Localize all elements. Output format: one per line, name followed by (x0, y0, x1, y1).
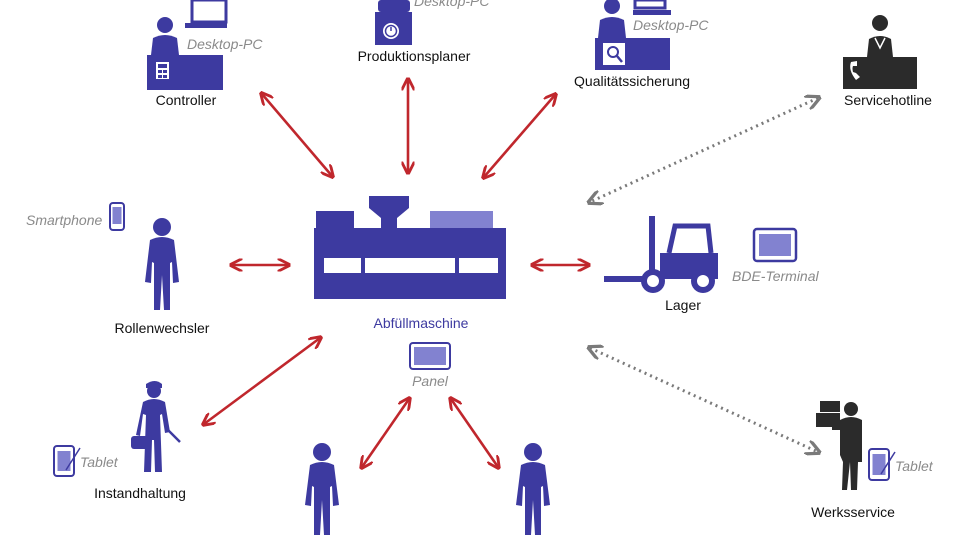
forklift-icon (604, 216, 718, 293)
arrow-werksservice (590, 348, 818, 452)
arrow-instandhaltung (204, 338, 320, 424)
person-desk-calculator-icon (147, 0, 228, 90)
device-label-rollenwechsler: Smartphone (26, 212, 103, 228)
smartphone-icon (109, 202, 125, 231)
node-label-lager: Lager (665, 297, 701, 313)
node-label-abfuellmaschine: Abfüllmaschine (373, 315, 469, 331)
device-label-instandhaltung: Tablet (80, 454, 118, 470)
arrow-controller (262, 94, 332, 176)
device-label-qualitaetssicherung: Desktop-PC (633, 17, 709, 33)
panel-icon (409, 342, 451, 370)
delivery-person-icon (816, 401, 862, 490)
arrow-qualitaetssicherung (484, 95, 555, 177)
filling-machine-icon (314, 196, 506, 299)
node-label-instandhaltung: Instandhaltung (94, 485, 186, 501)
device-label-produktionsplaner: Desktop-PC (414, 0, 490, 9)
person-icon (145, 218, 179, 310)
technician-icon (131, 381, 181, 472)
person-desk-phone-icon (843, 15, 917, 89)
arrow-servicehotline (590, 98, 818, 202)
tablet-icon-left (53, 445, 81, 477)
person-desk-magnifier-icon (595, 0, 671, 70)
person-icon-operator-left (305, 443, 339, 535)
terminal-icon (752, 227, 798, 263)
node-label-qualitaetssicherung: Qualitätssicherung (574, 73, 690, 89)
device-label-lager: BDE-Terminal (732, 268, 819, 284)
person-icon-operator-right (516, 443, 550, 535)
person-desk-timer-icon (375, 0, 412, 45)
node-label-servicehotline: Servicehotline (844, 92, 932, 108)
tablet-icon-right (868, 448, 896, 481)
arrow-operator-left (362, 399, 409, 467)
device-label-werksservice: Tablet (895, 458, 933, 474)
device-label-abfuellmaschine: Panel (412, 373, 448, 389)
arrow-operator-right (451, 399, 498, 467)
node-label-rollenwechsler: Rollenwechsler (114, 320, 210, 336)
node-label-werksservice: Werksservice (811, 504, 895, 520)
node-label-controller: Controller (155, 92, 217, 108)
node-label-produktionsplaner: Produktionsplaner (357, 48, 471, 64)
device-label-controller: Desktop-PC (187, 36, 263, 52)
